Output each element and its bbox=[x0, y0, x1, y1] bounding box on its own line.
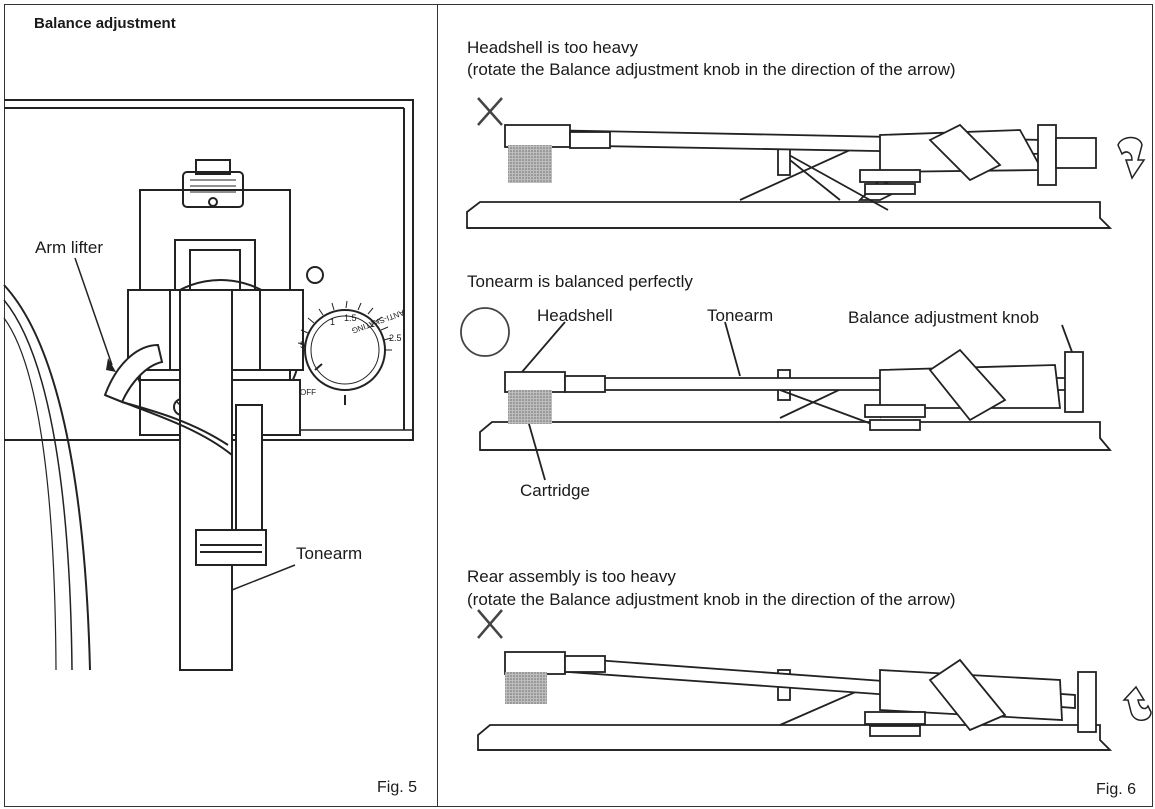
arm-lifter-label: Arm lifter bbox=[35, 238, 103, 257]
headshell-label: Headshell bbox=[537, 306, 613, 325]
panel2-tonearm-label: Tonearm bbox=[707, 306, 774, 325]
rotate-arrow-3 bbox=[1122, 685, 1152, 721]
panel3-heading: Rear assembly is too heavy bbox=[467, 567, 676, 586]
cartridge-2 bbox=[508, 390, 552, 424]
cartridge-3 bbox=[505, 672, 547, 704]
dial-mark-2: 2 bbox=[370, 319, 376, 329]
tonearm-tube bbox=[179, 289, 233, 671]
fig5-illustration bbox=[3, 99, 414, 671]
arm-lifter-lever bbox=[103, 343, 164, 404]
tonearm-diagram-3 bbox=[477, 651, 1113, 751]
fig5-caption: Fig. 5 bbox=[377, 779, 418, 796]
figure-divider bbox=[437, 4, 438, 807]
fig5-title: Balance adjustment bbox=[34, 15, 176, 32]
dial-mark-5: 5 bbox=[300, 340, 306, 350]
tonearm-leader-fig5 bbox=[231, 564, 296, 591]
panel2-heading: Tonearm is balanced perfectly bbox=[467, 272, 693, 291]
balance-knob-label: Balance adjustment knob bbox=[848, 308, 1039, 327]
tonearm-diagram-2 bbox=[479, 321, 1112, 481]
correct-mark bbox=[460, 307, 510, 357]
dial-mark-2-5: 2.5 bbox=[389, 333, 402, 343]
indicator-hole bbox=[306, 266, 324, 284]
rotate-arrow-1 bbox=[1117, 136, 1146, 180]
dial-mark-off: OFF bbox=[300, 388, 316, 397]
platter-edge bbox=[3, 284, 91, 671]
fig6-caption: Fig. 6 bbox=[1096, 781, 1137, 798]
dial-mark-1: 1 bbox=[330, 317, 336, 327]
arm-lifter-leader bbox=[74, 257, 113, 366]
panel1-heading: Headshell is too heavy bbox=[467, 38, 639, 57]
cartridge-label: Cartridge bbox=[520, 481, 590, 500]
dial-mark-1-5: 1.5 bbox=[344, 313, 357, 323]
cartridge-1 bbox=[508, 145, 552, 183]
figure-frame bbox=[4, 4, 1153, 807]
panel3-instruction: (rotate the Balance adjustment knob in t… bbox=[467, 590, 956, 609]
tonearm-diagram-1 bbox=[466, 123, 1113, 229]
fig5-tonearm-label: Tonearm bbox=[296, 544, 363, 563]
panel1-instruction: (rotate the Balance adjustment knob in t… bbox=[467, 60, 956, 79]
